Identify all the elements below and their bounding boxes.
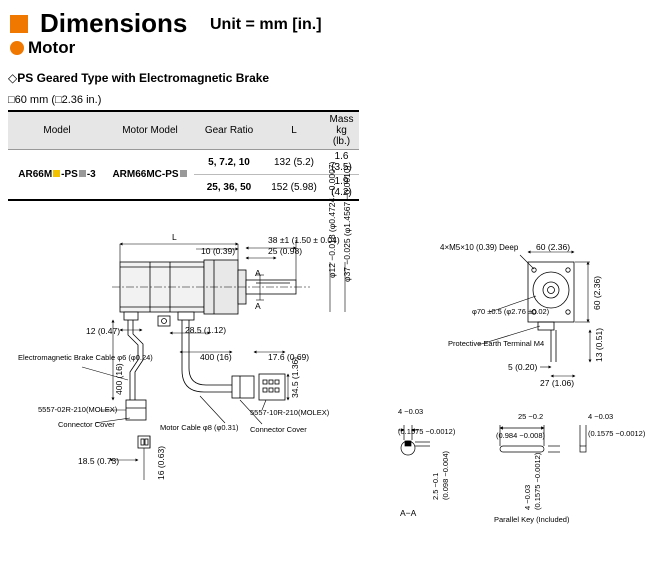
connector-cover-right-label: Connector Cover — [250, 425, 307, 434]
side-view — [112, 259, 310, 327]
brake-cable-label: Electromagnetic Brake Cable φ6 (φ0.24) — [18, 353, 153, 362]
gray-placeholder-icon — [78, 170, 86, 177]
aa-4: 4 −0.03 — [398, 407, 423, 416]
section-mark-a-bottom: A — [255, 301, 261, 311]
front-60-top: 60 (2.36) — [536, 242, 570, 252]
connector-cover-left-label: Connector Cover — [58, 420, 115, 429]
col-header: Gear Ratio — [194, 111, 264, 150]
front-holes-label: 4×M5×10 (0.39) Deep — [440, 243, 519, 252]
unit-label: Unit = mm [in.] — [210, 16, 322, 33]
front-60-side: 60 (2.36) — [592, 276, 602, 310]
key-4: 4 −0.03 — [523, 485, 532, 510]
l-cell: 132 (5.2) — [264, 149, 324, 175]
key-0984: (0.984 −0.008) — [496, 431, 545, 440]
mass-cell: 1.6 (3.5) — [324, 149, 359, 175]
aa-2-5: 2.5 −0.1 — [431, 473, 440, 500]
yellow-placeholder-icon — [53, 170, 61, 177]
dim-16: 16 (0.63) — [156, 446, 166, 480]
key-25: 25 −0.2 — [518, 412, 543, 421]
col-header: Motor Model — [106, 111, 194, 150]
dim-18-5: 18.5 (0.73) — [78, 456, 119, 466]
motor-connector — [231, 375, 255, 399]
dim-400-horizontal: 400 (16) — [200, 352, 232, 362]
dim-27: 27 (1.06) — [540, 378, 574, 388]
col-header: Mass kg (lb.) — [324, 111, 359, 150]
shaft-12: φ12 −0.018 (φ0.4724 −0.0007) — [327, 161, 337, 278]
section-heading: ◇PS Geared Type with Electromagnetic Bra… — [8, 71, 270, 85]
front-pcd: φ70 ±0.5 (φ2.76 ±0.02) — [472, 307, 550, 316]
aa-section-label: A−A — [400, 508, 417, 518]
mass-cell: 1.9 (4.2) — [324, 174, 359, 200]
dim-25: 25 (0.98) — [268, 246, 302, 256]
subtitle-dot-icon — [10, 41, 24, 55]
dim-38: 38 ±1 (1.50 ± 0.04) — [268, 235, 340, 245]
page-title: Dimensions — [40, 8, 188, 38]
dim-12: 12 (0.47) — [86, 326, 120, 336]
dim-34-5: 34.5 (1.36) — [290, 357, 300, 398]
gray-placeholder-icon — [179, 170, 187, 177]
dim-17-6: 17.6 (0.69) — [268, 352, 309, 362]
protective-earth-label: Protective Earth Terminal M4 — [448, 339, 544, 348]
table-header-row: Model Motor Model Gear Ratio L Mass kg (… — [8, 111, 359, 150]
shaft-37: φ37 −0.025 (φ1.4567 −0.0010) — [342, 165, 352, 282]
brake-connector — [125, 399, 147, 421]
aa-01575: (0.1575 −0.0012) — [398, 427, 456, 436]
dim-28-5: 28.5 (1.12) — [185, 325, 226, 335]
subtitle: Motor — [28, 38, 76, 57]
gear-cell: 5, 7.2, 10 — [194, 149, 264, 175]
key-01575: (0.1575 −0.0012) — [533, 452, 542, 510]
dim-L: L — [172, 232, 177, 242]
model-cell: AR66M-PS-3 — [8, 149, 106, 200]
front-view — [527, 261, 575, 362]
section-a-a — [398, 425, 430, 456]
dim-13: 13 (0.51) — [594, 328, 604, 362]
motor-cable-label: Motor Cable φ8 (φ0.31) — [160, 423, 239, 432]
col-header: L — [264, 111, 324, 150]
parallel-key — [499, 425, 587, 453]
col-header: Model — [8, 111, 106, 150]
motor-model-cell: ARM66MC-PS — [106, 149, 194, 200]
table-row: AR66M-PS-3 ARM66MC-PS 5, 7.2, 10 132 (5.… — [8, 149, 359, 200]
frame-size: □60 mm (□2.36 in.) — [8, 94, 102, 106]
section-mark-a-top: A — [255, 268, 261, 278]
dim-5: 5 (0.20) — [508, 362, 537, 372]
table-row: 25, 36, 50 152 (5.98) 1.9 (4.2) — [8, 174, 359, 200]
dim-400-vertical: 400 (16) — [114, 363, 124, 395]
title-square-icon — [10, 15, 28, 33]
l-cell: 152 (5.98) — [264, 174, 324, 200]
connector-left-label: 5557-02R-210(MOLEX) — [38, 405, 118, 414]
dim-10: 10 (0.39) — [201, 246, 235, 256]
key-side-4: 4 −0.03 — [588, 412, 613, 421]
connector-right-label: 5557-10R-210(MOLEX) — [250, 408, 330, 417]
aa-0098: (0.098 −0.004) — [441, 451, 450, 500]
spec-table: Model Motor Model Gear Ratio L Mass kg (… — [8, 110, 359, 201]
key-side-01575: (0.1575 −0.0012) — [588, 429, 646, 438]
gear-cell: 25, 36, 50 — [194, 174, 264, 200]
parallel-key-label: Parallel Key (Included) — [494, 515, 570, 524]
cables — [125, 320, 286, 449]
